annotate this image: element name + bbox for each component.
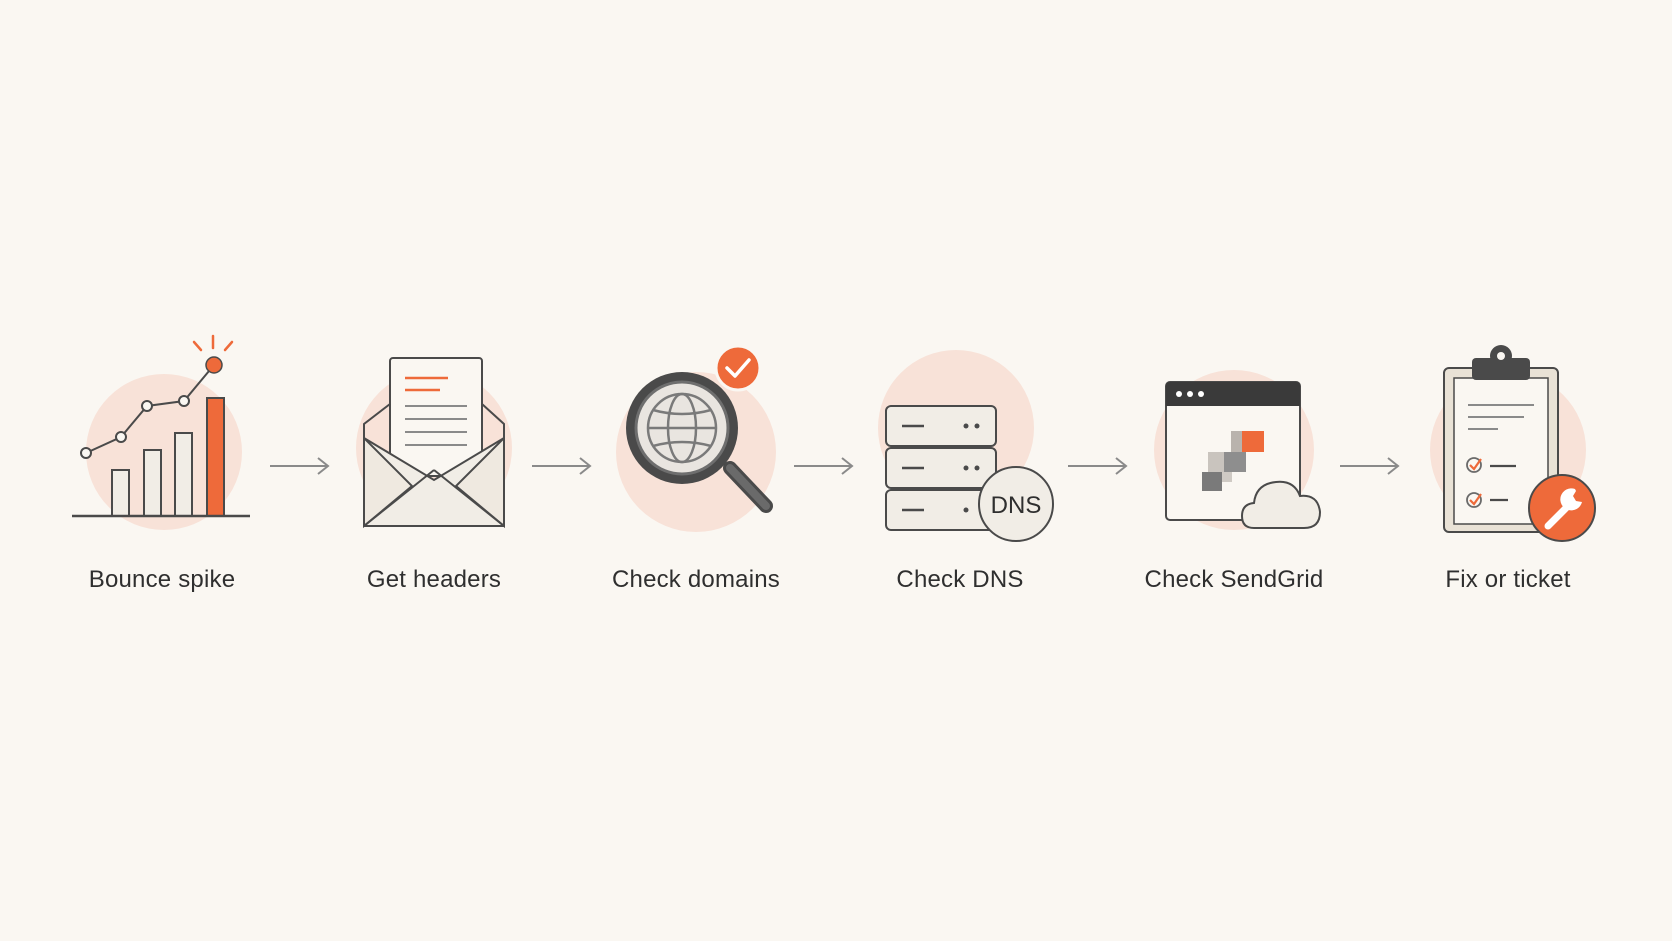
arrow-right-icon xyxy=(530,452,594,480)
step-label: Get headers xyxy=(366,566,502,593)
browser-cloud-icon xyxy=(1104,320,1364,560)
step-fix-or-ticket: Fix or ticket xyxy=(1378,320,1638,610)
step-get-headers: Get headers xyxy=(304,320,564,610)
step-bounce-spike: Bounce spike xyxy=(32,320,292,610)
arrow-right-icon xyxy=(792,452,856,480)
arrow-right-icon xyxy=(1338,452,1402,480)
clipboard-wrench-icon xyxy=(1378,320,1638,560)
dns-badge-text: DNS xyxy=(991,492,1042,519)
envelope-document-icon xyxy=(304,320,564,560)
arrow-right-icon xyxy=(268,452,332,480)
server-dns-icon: DNS xyxy=(830,320,1090,560)
step-label: Bounce spike xyxy=(88,566,236,593)
arrow-right-icon xyxy=(1066,452,1130,480)
step-check-domains: Check domains xyxy=(566,320,826,610)
step-label: Check DNS xyxy=(896,566,1024,593)
step-label: Fix or ticket xyxy=(1445,566,1571,593)
bar-chart-spike-icon xyxy=(32,320,292,560)
step-label: Check SendGrid xyxy=(1144,566,1324,593)
step-label: Check domains xyxy=(611,566,780,593)
magnifier-globe-check-icon xyxy=(566,320,826,560)
step-check-dns: DNS Check DNS xyxy=(830,320,1090,610)
step-check-sendgrid: Check SendGrid xyxy=(1104,320,1364,610)
